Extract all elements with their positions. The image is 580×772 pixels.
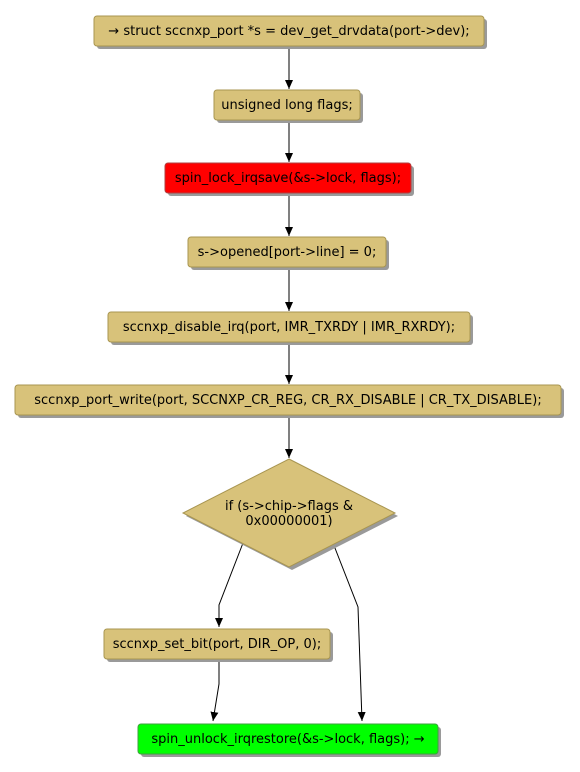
node-label: s->opened[port->line] = 0; <box>198 245 377 260</box>
node-start: → struct sccnxp_port *s = dev_get_drvdat… <box>93 15 487 49</box>
node-label-line1: if (s->chip->flags & <box>225 499 353 514</box>
node-box <box>93 15 485 47</box>
edge-decision-true <box>215 542 244 627</box>
node-label: unsigned long flags; <box>221 98 353 113</box>
node-disable-irq: sccnxp_disable_irq(port, IMR_TXRDY | IMR… <box>107 311 473 345</box>
node-spin-unlock: spin_unlock_irqrestore(&s->lock, flags);… <box>137 723 441 757</box>
node-label-line2: 0x00000001) <box>245 514 332 529</box>
node-opened-reset: s->opened[port->line] = 0; <box>187 236 389 270</box>
node-box <box>187 236 387 268</box>
node-set-bit: sccnxp_set_bit(port, DIR_OP, 0); <box>103 628 333 662</box>
node-box <box>14 384 562 416</box>
edge-decision-false <box>332 542 366 722</box>
node-decision: if (s->chip->flags & 0x00000001) <box>181 458 398 570</box>
node-label: → struct sccnxp_port *s = dev_get_drvdat… <box>108 24 469 39</box>
node-flags-decl: unsigned long flags; <box>213 89 363 123</box>
node-box <box>107 311 471 343</box>
node-box <box>137 723 439 755</box>
node-box <box>103 628 331 660</box>
node-port-write: sccnxp_port_write(port, SCCNXP_CR_REG, C… <box>14 384 564 418</box>
edge-n8-n9 <box>210 659 220 722</box>
node-label: sccnxp_port_write(port, SCCNXP_CR_REG, C… <box>34 393 541 408</box>
node-label: spin_unlock_irqrestore(&s->lock, flags);… <box>151 732 424 747</box>
node-label: sccnxp_disable_irq(port, IMR_TXRDY | IMR… <box>123 320 455 335</box>
node-spin-lock: spin_lock_irqsave(&s->lock, flags); <box>164 162 414 196</box>
node-box <box>213 89 361 121</box>
edges <box>210 45 366 722</box>
node-box <box>181 458 397 568</box>
node-box <box>164 162 412 194</box>
node-label: spin_lock_irqsave(&s->lock, flags); <box>175 171 401 186</box>
node-label: sccnxp_set_bit(port, DIR_OP, 0); <box>113 637 322 652</box>
